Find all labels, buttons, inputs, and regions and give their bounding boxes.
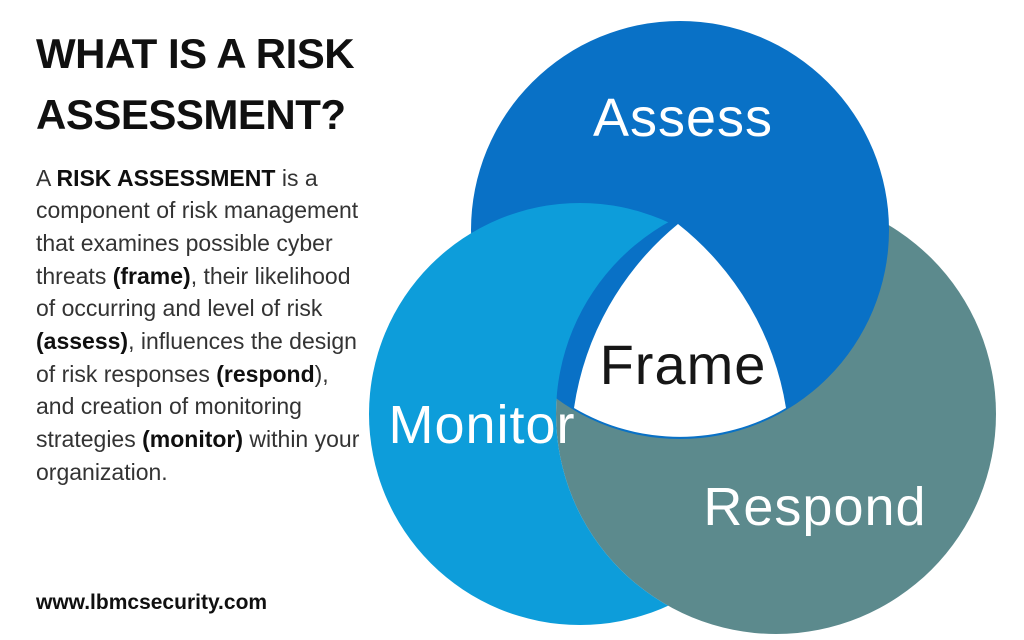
description-segment: is a component of risk management that e… [36,164,359,289]
description-segment: , influences the design of risk response… [36,328,357,387]
respond-label: Respond [703,477,926,537]
website-link[interactable]: www.lbmcsecurity.com [36,591,268,614]
description-bold-segment: (respond [216,360,315,387]
description-segment: , their likelihood of occurring and leve… [36,262,351,322]
description-bold-segment: (assess) [36,328,129,355]
description-bold-segment: RISK ASSESSMENT [56,164,276,191]
description-segment: ), and creation of monitoring strategies [36,360,329,453]
page-title: WHAT IS A RISK ASSESSMENT? [36,30,355,138]
description-bold-segment: (monitor) [142,426,244,453]
center-hole [574,224,786,437]
description-segment: A [36,164,57,191]
description-text: A RISK ASSESSMENT is a component of risk… [36,162,368,489]
description-bold-segment: (frame) [112,262,191,289]
monitor-label: Monitor [388,395,575,455]
text-panel: WHAT IS A RISK ASSESSMENT? A RISK ASSESS… [36,24,388,488]
description-segment: within your organization. [36,426,360,485]
assess-label: Assess [593,88,773,148]
frame-label: Frame [600,333,767,396]
